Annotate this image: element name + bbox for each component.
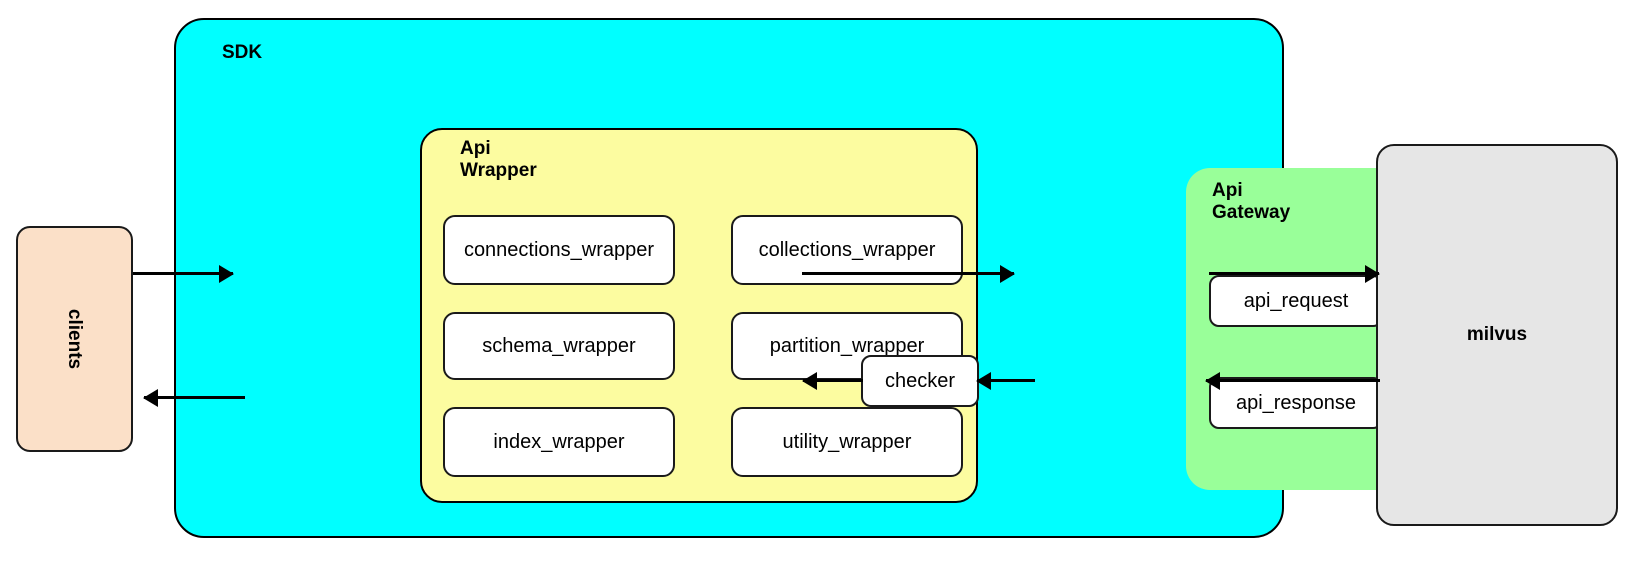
checker-node[interactable]: checker — [861, 355, 979, 407]
milvus-label: milvus — [1466, 324, 1528, 345]
clients-label: clients — [64, 308, 86, 370]
arrow-checker-to-api-wrapper — [803, 379, 863, 382]
api-wrapper-container[interactable]: Api Wrapper connections_wrapper collecti… — [420, 128, 978, 503]
utility-wrapper-label: utility_wrapper — [782, 431, 912, 453]
sdk-container[interactable]: SDK Api Wrapper connections_wrapper coll… — [174, 18, 1413, 538]
api-wrapper-label-line2: Wrapper — [460, 160, 537, 182]
api-gateway-label-line1: Api — [1212, 180, 1243, 201]
checker-label: checker — [884, 370, 956, 392]
api-gateway-container[interactable]: Api Gateway api_request api_response — [1186, 168, 1413, 490]
utility-wrapper-node[interactable]: utility_wrapper — [731, 407, 963, 477]
clients-node[interactable]: clients — [16, 226, 133, 452]
arrow-api-wrapper-to-api-request — [802, 272, 1014, 275]
arrow-clients-to-api-wrapper — [133, 272, 233, 275]
api-wrapper-label: Api Wrapper — [460, 138, 537, 183]
schema-wrapper-label: schema_wrapper — [482, 335, 636, 357]
sdk-label: SDK — [222, 42, 263, 63]
milvus-node[interactable]: milvus — [1376, 144, 1618, 526]
api-request-node[interactable]: api_request — [1209, 275, 1383, 327]
api-gateway-label: Api Gateway — [1212, 180, 1290, 225]
partition-wrapper-label: partition_wrapper — [769, 335, 925, 357]
api-wrapper-label-line1: Api — [460, 138, 491, 159]
api-request-label: api_request — [1243, 290, 1349, 312]
api-gateway-label-line2: Gateway — [1212, 202, 1291, 224]
connections-wrapper-label: connections_wrapper — [463, 239, 655, 261]
index-wrapper-node[interactable]: index_wrapper — [443, 407, 675, 477]
arrow-api-request-to-milvus — [1209, 272, 1379, 275]
arrow-api-response-to-checker — [977, 379, 1035, 382]
collections-wrapper-label: collections_wrapper — [758, 239, 936, 261]
schema-wrapper-node[interactable]: schema_wrapper — [443, 312, 675, 380]
arrow-milvus-to-api-response — [1206, 379, 1380, 382]
connections-wrapper-node[interactable]: connections_wrapper — [443, 215, 675, 285]
api-response-node[interactable]: api_response — [1209, 377, 1383, 429]
index-wrapper-label: index_wrapper — [493, 431, 625, 453]
arrow-api-wrapper-to-clients — [144, 396, 245, 399]
api-response-label: api_response — [1235, 392, 1357, 414]
